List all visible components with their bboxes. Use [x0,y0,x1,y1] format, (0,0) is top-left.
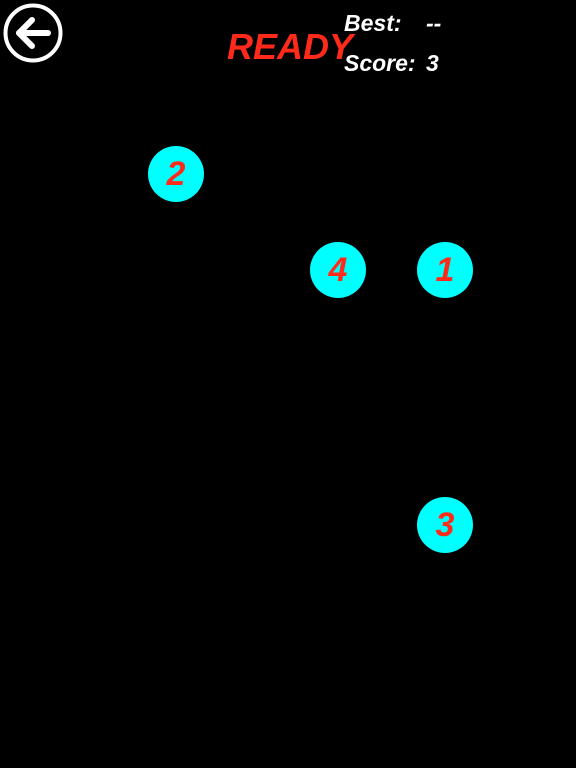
score-value: 3 [426,50,439,76]
score-label: Score: [344,50,416,76]
best-value: -- [426,10,442,36]
ball-number: 3 [435,506,455,544]
number-ball-2[interactable]: 2 [148,146,204,202]
back-button[interactable] [3,3,63,63]
ball-number: 1 [435,251,455,289]
back-arrow-icon [3,3,63,63]
ball-number: 4 [328,251,348,289]
ball-number: 2 [166,155,186,193]
number-ball-4[interactable]: 4 [310,242,366,298]
best-label: Best: [344,10,402,36]
number-ball-1[interactable]: 1 [417,242,473,298]
number-ball-3[interactable]: 3 [417,497,473,553]
game-status-text: READY [227,26,354,67]
